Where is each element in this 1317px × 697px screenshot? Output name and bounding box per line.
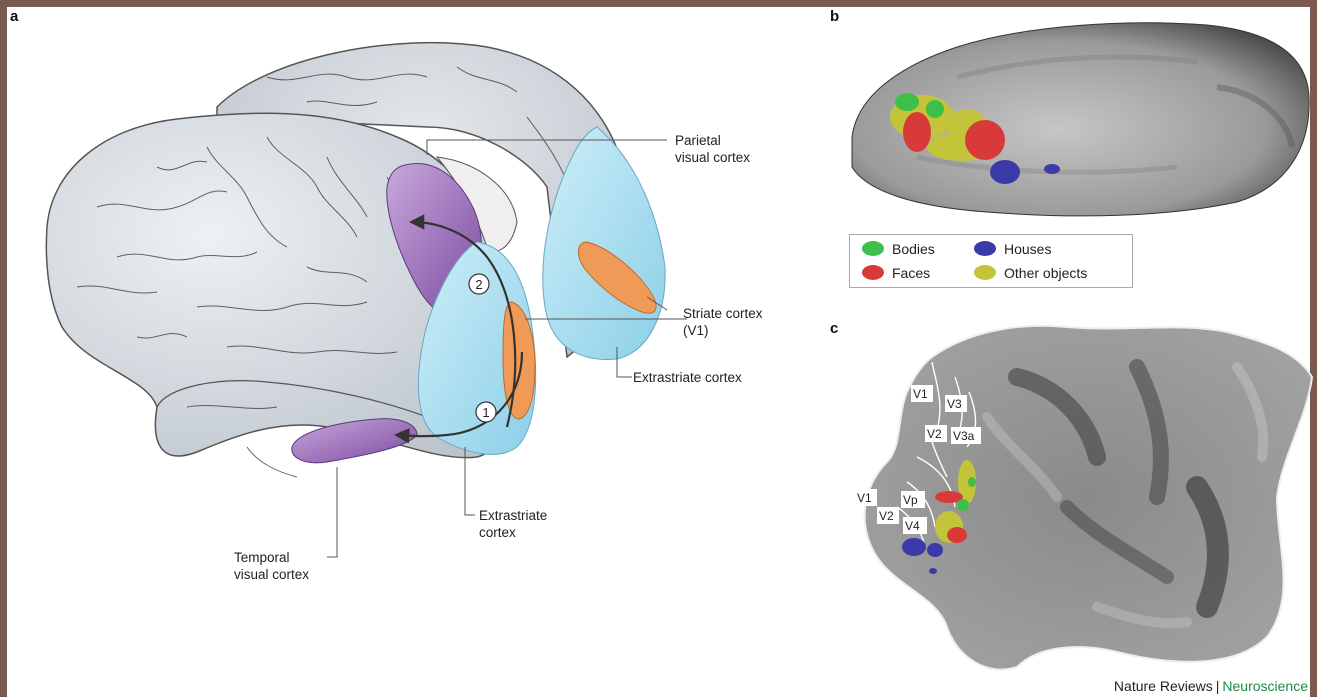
b-houses-1 [990,160,1020,184]
c-houses-1 [902,538,926,556]
area-label-v3a: V3a [953,429,975,443]
area-label-v1-bottom: V1 [857,491,872,505]
area-label-vp: Vp [903,493,918,507]
c-bodies-2 [968,477,976,487]
b-faces-1 [903,112,931,152]
journal-name: Nature Reviews [1114,678,1213,694]
legend-label-faces: Faces [892,265,930,281]
legend-label-bodies: Bodies [892,241,935,257]
area-label-v2-top: V2 [927,427,942,441]
area-label-v2-bottom: V2 [879,509,894,523]
c-houses-2 [927,543,943,557]
legend-swatch-bodies [862,241,884,256]
journal-separator: | [1216,678,1220,694]
area-label-v3: V3 [947,397,962,411]
c-faces-2 [947,527,967,543]
legend-swatch-houses [974,241,996,256]
legend-swatch-faces [862,265,884,280]
legend-label-houses: Houses [1004,241,1051,257]
b-bodies-1 [895,93,919,111]
label-striate-cortex: Striate cortex (V1) [683,305,763,339]
step-marker-2: 2 [469,274,489,294]
area-label-v1-top: V1 [913,387,928,401]
b-bodies-2 [926,100,944,118]
label-extrastriate-cortex-bottom: Extrastriate cortex [479,507,547,541]
step-number-1: 1 [482,405,489,420]
c-houses-3 [929,568,937,574]
b-faces-2 [965,120,1005,160]
legend-swatch-other-objects [974,265,996,280]
b-houses-2 [1044,164,1060,174]
step-number-2: 2 [475,277,482,292]
label-parietal-visual-cortex: Parietal visual cortex [675,132,750,166]
c-bodies-1 [957,499,969,511]
legend-label-other-objects: Other objects [1004,265,1087,281]
step-marker-1: 1 [476,402,496,422]
brain-lateral-diagram: 2 1 [7,7,827,697]
label-temporal-visual-cortex: Temporal visual cortex [234,549,309,583]
category-legend: Bodies Houses Faces Other objects [849,234,1133,288]
journal-brand: Neuroscience [1222,678,1308,694]
flattened-cortex-map: V1 V3 V2 V3a V1 Vp V2 V4 [837,307,1317,677]
figure-panel: a b c [7,7,1310,697]
inflated-cortex-surface [837,7,1317,227]
label-extrastriate-cortex-right: Extrastriate cortex [633,369,742,386]
area-label-v4: V4 [905,519,920,533]
journal-credit: Nature Reviews|Neuroscience [1114,678,1308,694]
